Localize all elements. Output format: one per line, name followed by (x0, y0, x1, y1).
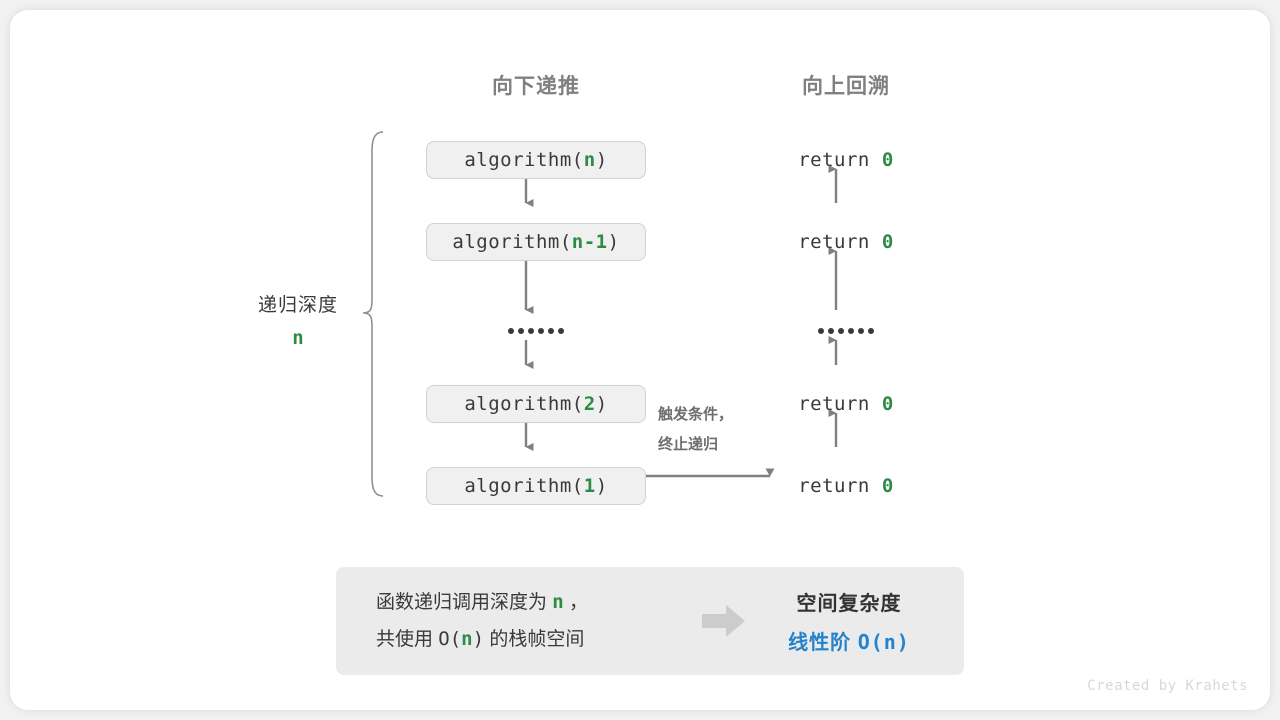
return-keyword: return (798, 149, 870, 171)
base-case-note: 触发条件， 终止递归 (658, 400, 733, 460)
summary-conclusion: 空间复杂度 线性阶 O(n) (752, 587, 964, 655)
summary-line-2-close: ) (472, 628, 485, 650)
summary-line-2-o: O( (438, 628, 462, 650)
summary-line-2-text-b: 的栈帧空间 (484, 629, 585, 650)
return-label-2: return 0 (798, 231, 894, 253)
call-box-prefix: algorithm( (464, 149, 584, 171)
summary-panel: 函数递归调用深度为 n ， 共使用 O(n) 的栈帧空间 空间复杂度 线性阶 O… (336, 567, 964, 675)
call-box-suffix: ) (595, 475, 608, 497)
return-label-3: return 0 (798, 393, 894, 415)
recursion-depth-brace (362, 131, 384, 497)
summary-line-1-n: n (552, 591, 564, 613)
recursion-depth-label: 递归深度 n (258, 290, 338, 349)
summary-line-1-text-a: 函数递归调用深度为 (376, 592, 553, 613)
call-box-n-minus-1[interactable]: algorithm(n-1) (426, 223, 646, 261)
call-box-arg: n-1 (571, 231, 608, 253)
summary-line-2-text-a: 共使用 (376, 629, 439, 650)
summary-line-1-text-b: ， (563, 592, 589, 613)
column-header-backtrack-up: 向上回溯 (802, 75, 890, 98)
base-case-note-line2: 终止递归 (658, 436, 719, 453)
call-box-arg: 2 (583, 393, 596, 415)
recursion-depth-value: n (292, 327, 304, 349)
call-box-arg: n (583, 149, 596, 171)
return-value: 0 (881, 475, 894, 497)
return-keyword: return (798, 393, 870, 415)
summary-line-2-n: n (461, 628, 473, 650)
call-box-prefix: algorithm( (464, 393, 584, 415)
summary-description: 函数递归调用深度为 n ， 共使用 O(n) 的栈帧空间 (376, 584, 696, 658)
ellipsis-dots-right (818, 328, 874, 334)
return-value: 0 (881, 149, 894, 171)
return-value: 0 (881, 231, 894, 253)
space-complexity-value: 线性阶 O(n) (752, 626, 946, 655)
ellipsis-dots-left (508, 328, 564, 334)
summary-line-1: 函数递归调用深度为 n ， (376, 584, 696, 621)
call-box-arg: 1 (583, 475, 596, 497)
base-case-note-line1: 触发条件， (658, 406, 734, 423)
call-box-2[interactable]: algorithm(2) (426, 385, 646, 423)
return-keyword: return (798, 231, 870, 253)
right-block-arrow-icon (696, 604, 752, 638)
call-box-prefix: algorithm( (464, 475, 584, 497)
credit-text: Created by Krahets (1087, 678, 1248, 694)
call-box-1[interactable]: algorithm(1) (426, 467, 646, 505)
diagram-card: 向下递推 向上回溯 (10, 10, 1270, 710)
call-box-suffix: ) (595, 393, 608, 415)
return-value: 0 (881, 393, 894, 415)
recursion-depth-text: 递归深度 (257, 295, 339, 316)
space-complexity-title: 空间复杂度 (796, 593, 902, 615)
summary-line-2: 共使用 O(n) 的栈帧空间 (376, 621, 696, 658)
return-label-1: return 0 (798, 149, 894, 171)
call-box-suffix: ) (595, 149, 608, 171)
call-box-prefix: algorithm( (452, 231, 572, 253)
return-keyword: return (798, 475, 870, 497)
call-box-suffix: ) (607, 231, 620, 253)
space-complexity-order: 线性阶 (788, 632, 852, 654)
space-complexity-notation: O(n) (857, 630, 910, 654)
column-header-recurse-down: 向下递推 (492, 75, 580, 98)
return-label-4: return 0 (798, 475, 894, 497)
call-box-n[interactable]: algorithm(n) (426, 141, 646, 179)
